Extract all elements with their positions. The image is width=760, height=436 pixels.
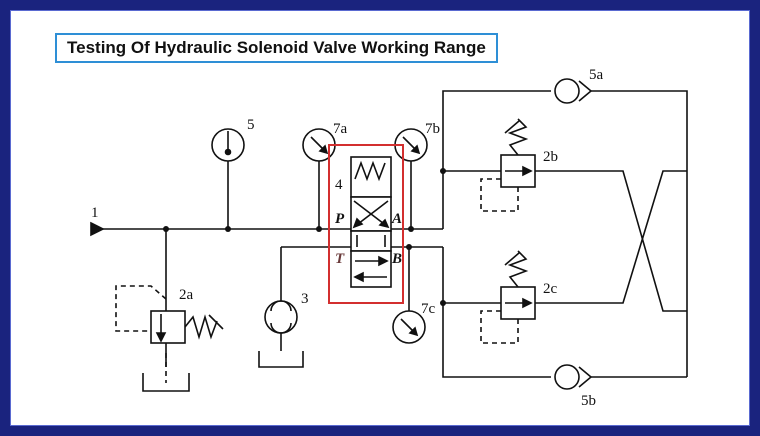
solenoid-highlight-box: [328, 144, 404, 304]
label-relief-2a: 2a: [179, 287, 194, 303]
label-gauge-7c: 7c: [421, 301, 436, 317]
valve-parallel-arrow-2: [353, 271, 364, 283]
relief-2b-arrow: [522, 165, 533, 177]
valve-cross-arrow-2: [352, 217, 364, 229]
b-branch-bottom: [442, 247, 551, 378]
page-title: Testing Of Hydraulic Solenoid Valve Work…: [67, 38, 486, 57]
solenoid-spring: [354, 160, 386, 182]
junction-dot: [440, 168, 446, 174]
label-gauge-7a: 7a: [333, 121, 348, 137]
check-valve-5b: [554, 364, 580, 390]
gauge-5-pivot: [224, 148, 232, 156]
check-valve-5a-seat: [578, 80, 593, 102]
junction-dot: [163, 226, 169, 232]
relief-2c-outlet: [535, 170, 687, 304]
relief-2a-adjust: [208, 314, 224, 330]
relief-2c-arrow: [522, 297, 533, 309]
valve-cross-arrow-1: [378, 218, 390, 229]
relief-2a-pilot: [115, 285, 167, 332]
label-port-a: A: [391, 211, 402, 227]
relief-2a-body: [150, 310, 186, 344]
relief-2b-outlet: [535, 170, 687, 312]
relief-2c-adjust: [504, 252, 520, 266]
label-input: 1: [91, 205, 99, 221]
label-port-t: T: [335, 251, 345, 267]
junction-dot: [406, 244, 412, 250]
relief-2b-pilot: [480, 178, 519, 212]
relief-2a-tank: [142, 373, 190, 392]
valve-parallel-arrow-1: [378, 255, 389, 267]
label-relief-2b: 2b: [543, 149, 558, 165]
hydraulic-circuit-diagram: 1 2a 3 4 5 7a 7b 7c 2b 2c 5a 5b P A T B: [90, 67, 688, 409]
label-gauge-7b: 7b: [425, 121, 440, 137]
diagram-canvas: Testing Of Hydraulic Solenoid Valve Work…: [10, 10, 750, 426]
valve-center-stops: [356, 235, 386, 247]
check-valve-5b-seat: [578, 366, 593, 388]
gauge-7a-arrow: [318, 144, 329, 155]
junction-dot: [408, 226, 414, 232]
label-port-p: P: [335, 211, 345, 227]
loop-right: [591, 90, 688, 377]
relief-2c-spring: [507, 250, 529, 288]
gauge-7b-arrow: [410, 144, 421, 155]
label-check-5b: 5b: [581, 393, 596, 409]
title-box: Testing Of Hydraulic Solenoid Valve Work…: [55, 33, 498, 63]
label-check-5a: 5a: [589, 67, 604, 83]
relief-2a-arrow: [155, 332, 167, 343]
label-relief-2c: 2c: [543, 281, 558, 297]
relief-2b-adjust: [504, 120, 520, 134]
label-solenoid: 4: [335, 177, 343, 193]
junction-dot: [440, 300, 446, 306]
label-port-b: B: [391, 251, 402, 267]
label-pump: 3: [301, 291, 309, 307]
pump-tank: [258, 351, 304, 368]
check-valve-5a: [554, 78, 580, 104]
input-arrow: [90, 221, 105, 237]
relief-2c-pilot: [480, 310, 519, 344]
junction-dot: [316, 226, 322, 232]
valve-parallel-block: [350, 250, 392, 288]
pump-arc-top: [270, 300, 292, 312]
relief-2b-spring: [507, 118, 529, 156]
a-branch-top: [442, 90, 551, 229]
pump-3: [264, 300, 298, 334]
junction-dot: [225, 226, 231, 232]
label-gauge-5: 5: [247, 117, 255, 133]
gauge-7c-arrow: [408, 326, 419, 337]
relief-2a-spring: [184, 314, 218, 340]
